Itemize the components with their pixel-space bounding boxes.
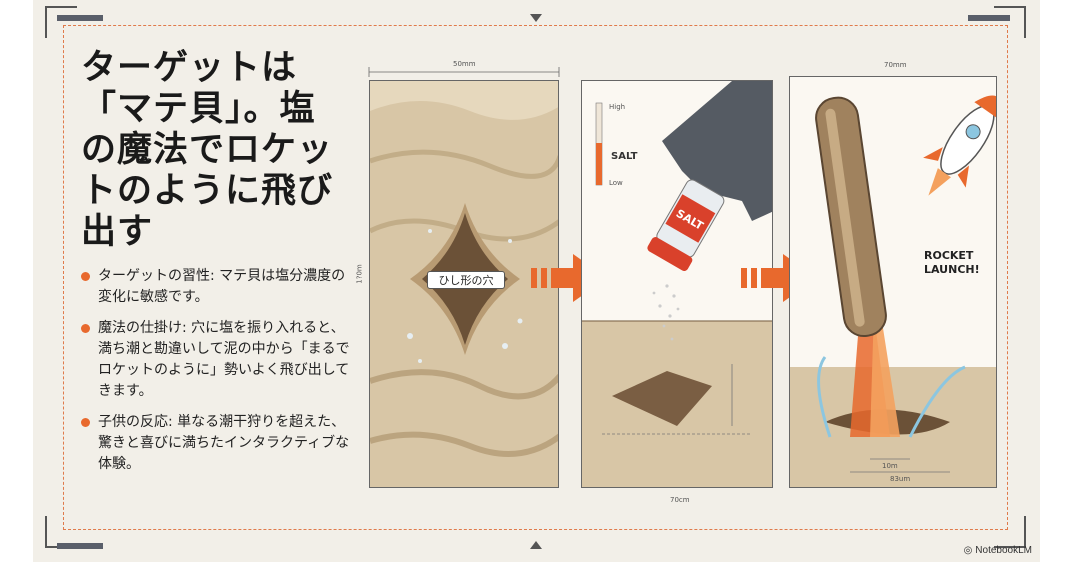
decor-triangle	[530, 541, 542, 549]
bullet-item: 子供の反応: 単なる潮干狩りを超えた、驚きと喜びに満ちたインタラクティブな体験。	[81, 412, 351, 475]
rocket-caption: ROCKET LAUNCH!	[924, 249, 980, 277]
slide-title: ターゲットは「マテ貝」。塩の魔法でロケットのように飛び出す	[81, 48, 334, 252]
gauge-low-label: Low	[609, 179, 623, 187]
bullet-item: 魔法の仕掛け: 穴に塩を振り入れると、満ち潮と勘違いして泥の中から「まるでロケッ…	[81, 318, 351, 402]
bullet-list: ターゲットの習性: マテ貝は塩分濃度の変化に敏感です。 魔法の仕掛け: 穴に塩を…	[81, 266, 351, 485]
launch-illustration	[790, 95, 996, 487]
gauge-title: SALT	[611, 151, 638, 162]
brand-text: NotebookLM	[975, 545, 1032, 556]
corner-mark	[994, 6, 1026, 38]
dimension-label: 50mm	[453, 60, 476, 68]
dimension-label: 83um	[890, 475, 911, 483]
bullet-item: ターゲットの習性: マテ貝は塩分濃度の変化に敏感です。	[81, 266, 351, 308]
corner-mark	[994, 516, 1026, 548]
gauge-high-label: High	[609, 103, 626, 111]
dimension-label: 70cm	[670, 496, 690, 504]
slide: ターゲットは「マテ貝」。塩の魔法でロケットのように飛び出す ターゲットの習性: …	[33, 0, 1040, 562]
dimension-label: 1?0m	[355, 264, 364, 284]
hole-label: ひし形の穴	[427, 271, 505, 289]
dashed-frame	[63, 25, 1008, 530]
decor-bar	[57, 543, 103, 549]
panel-launch: ROCKET LAUNCH! 10m 83um	[789, 76, 997, 488]
rocket-caption-line: ROCKET	[924, 249, 974, 262]
brand-watermark: ◎ NotebookLM	[964, 545, 1032, 556]
panel-hole: ひし形の穴	[369, 80, 559, 488]
dimension-line	[368, 67, 560, 77]
rocket-caption-line: LAUNCH!	[924, 263, 980, 276]
decor-triangle	[530, 14, 542, 22]
salt-illustration: SALT	[582, 81, 772, 487]
dimension-label: 10m	[882, 462, 898, 470]
dimension-label: 70mm	[884, 61, 907, 69]
decor-bar	[968, 15, 1010, 21]
notebooklm-logo-icon: ◎	[963, 545, 973, 556]
decor-bar	[57, 15, 103, 21]
corner-mark	[45, 6, 77, 38]
